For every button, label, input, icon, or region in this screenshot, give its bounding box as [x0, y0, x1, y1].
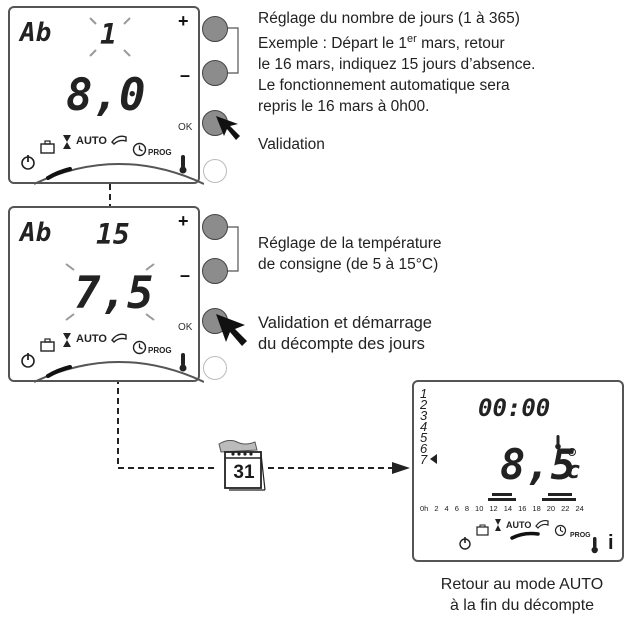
- clock-icon: [554, 524, 567, 537]
- plus-button[interactable]: [202, 214, 228, 240]
- ok-label: OK: [178, 122, 193, 133]
- unit-label: c: [566, 456, 581, 484]
- clock-icon: [132, 142, 147, 157]
- minus-label: –: [180, 65, 191, 85]
- arc-indicator: [34, 163, 204, 185]
- cursor-arrow-icon: [216, 314, 247, 346]
- degree-icon: [568, 448, 576, 456]
- day-numbers: 1 2 3 4 5 6 7: [420, 386, 428, 467]
- empty-button: [203, 159, 227, 183]
- suitcase-icon: [476, 524, 489, 536]
- hour-scale: 0h 2 4 6 8 10 12 14 16 18 20 22 24: [420, 504, 584, 513]
- hand-icon: [535, 519, 549, 529]
- thermometer-icon: [179, 155, 187, 174]
- return-auto-text: Retour au mode AUTO à la fin du décompte: [440, 576, 604, 614]
- temperature-value: 7,5: [74, 268, 154, 319]
- arc-indicator: [34, 361, 204, 383]
- suitcase-icon: [40, 140, 55, 154]
- hand-icon: [111, 333, 127, 343]
- hourglass-icon: [63, 135, 71, 149]
- minus-button[interactable]: [202, 60, 228, 86]
- power-icon: [21, 155, 35, 170]
- minus-label: –: [180, 265, 191, 285]
- blink-rays: [89, 17, 131, 57]
- thermometer-icon: [179, 353, 187, 372]
- hourglass-icon: [495, 519, 501, 531]
- auto-label: AUTO: [76, 333, 107, 345]
- moon-icon: [601, 399, 609, 415]
- validation-text: Validation: [258, 136, 325, 153]
- plus-label: +: [178, 211, 189, 231]
- prog-label: PROG: [148, 148, 172, 157]
- calendar-icon: 31: [215, 440, 267, 492]
- temp-setting-text: Réglage de la température de consigne (d…: [258, 235, 442, 273]
- calendar-day: 31: [233, 462, 255, 483]
- program-bars: [488, 493, 576, 501]
- days-setting-text: Réglage du nombre de jours (1 à 365) Exe…: [258, 10, 536, 116]
- start-countdown-text: Validation et démarrage du décompte des …: [258, 314, 432, 353]
- lcd-screen-1: Ab 1 8,0 AUTO PROG OK + –: [8, 6, 204, 185]
- power-icon: [459, 537, 471, 550]
- empty-button: [203, 356, 227, 380]
- plus-label: +: [178, 11, 189, 31]
- cursor-arrow-icon: [216, 116, 240, 140]
- prog-label: PROG: [570, 532, 591, 539]
- auto-label: AUTO: [76, 135, 107, 147]
- suitcase-icon: [40, 338, 55, 352]
- lcd-screen-2: Ab 15 7,5 AUTO PROG OK + –: [8, 206, 204, 383]
- hourglass-icon: [63, 333, 71, 347]
- hand-icon: [111, 135, 127, 145]
- clock-time: 00:00: [478, 394, 551, 422]
- days-value: 15: [96, 218, 130, 251]
- calendar-pages-icon: [218, 440, 266, 491]
- plus-button[interactable]: [202, 16, 228, 42]
- code-label: Ab: [20, 18, 52, 48]
- power-icon: [21, 353, 35, 368]
- days-value: 1: [100, 18, 117, 51]
- code-label: Ab: [20, 218, 52, 248]
- info-icon: i: [608, 532, 614, 554]
- day-pointer-icon: [430, 454, 437, 464]
- auto-label: AUTO: [506, 520, 532, 530]
- temperature-value: 8,5: [500, 440, 576, 489]
- arc-indicator: [510, 531, 540, 540]
- thermometer-small-icon: [555, 435, 561, 450]
- blink-rays: [65, 263, 155, 321]
- thermometer-icon: [591, 537, 598, 554]
- lcd-screen-3: 1 2 3 4 5 6 7 00:00 8,5 c 0h 2 4 6 8 10 …: [412, 380, 624, 562]
- minus-button[interactable]: [202, 258, 228, 284]
- clock-icon: [132, 340, 147, 355]
- prog-label: PROG: [148, 346, 172, 355]
- ok-label: OK: [178, 322, 193, 333]
- temperature-value: 8,0: [66, 70, 146, 121]
